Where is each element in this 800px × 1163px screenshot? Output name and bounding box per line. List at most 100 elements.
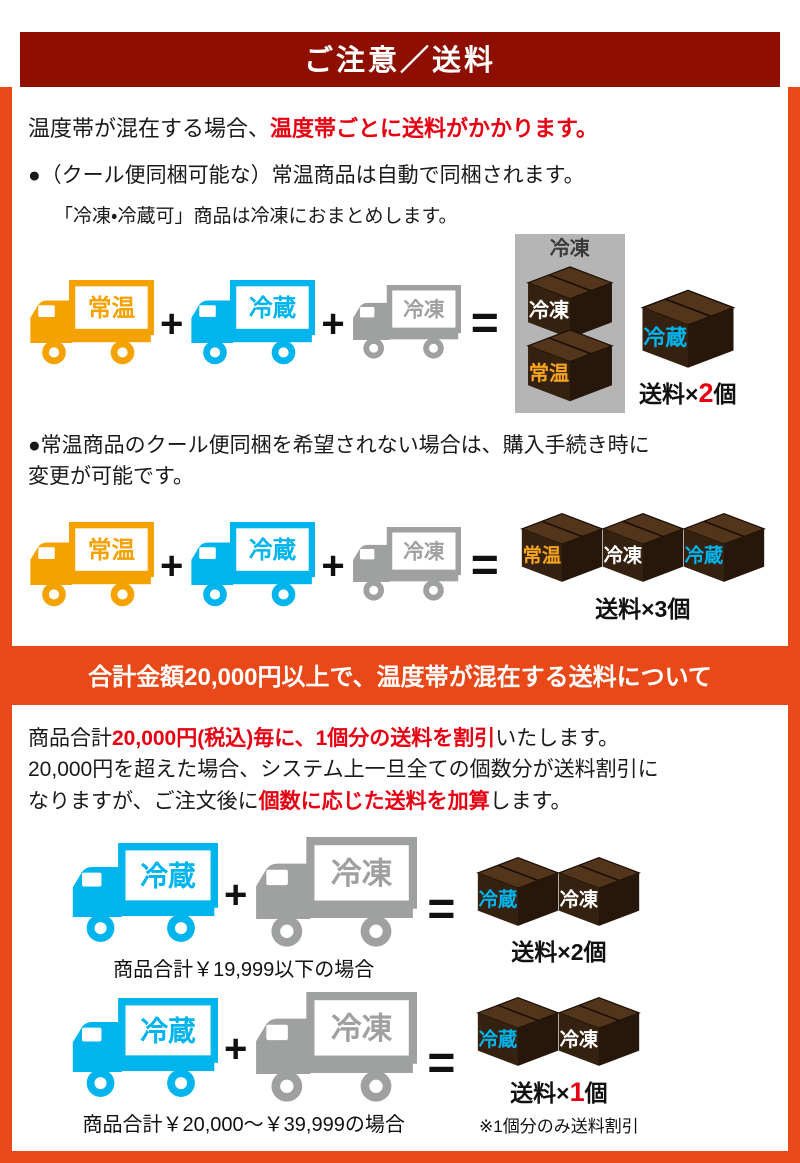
diagram-auto-bundle: 常温 + 冷蔵 + 冷凍 = 冷凍 冷凍 常温 冷蔵 xyxy=(28,234,772,414)
price-range-caption: 商品合計￥19,999以下の場合 xyxy=(113,958,375,981)
box-room-temp: 常温 xyxy=(517,508,607,584)
plus-icon: + xyxy=(321,301,345,346)
frozen-bundle-panel: 冷凍 冷凍 常温 xyxy=(514,234,625,414)
equals-icon: = xyxy=(470,538,499,592)
section-banner: 合計金額20,000円以上で、温度帯が混在する送料について xyxy=(12,645,788,705)
box-label: 冷凍 xyxy=(603,544,642,567)
truck-icon: 冷蔵 xyxy=(70,843,218,947)
diagram-separate-shipments: 常温 + 冷蔵 + 冷凍 = 常温 冷凍 冷蔵 xyxy=(28,508,772,624)
result-group: 常温 冷凍 冷蔵 送料×3個 xyxy=(517,508,769,624)
truck-refrigerated: 冷蔵 xyxy=(70,998,218,1102)
box-label: 常温 xyxy=(522,544,561,567)
truck-icon: 冷凍 xyxy=(253,837,417,952)
content-frame: 温度帯が混在する場合、温度帯ごとに送料がかかります。 ●（クール便同梱可能な）常… xyxy=(0,87,800,1163)
plus-icon: + xyxy=(224,872,248,917)
diagram-20000-39999: 冷蔵 + 冷凍 商品合計￥20,000〜￥39,999の場合 = 冷蔵 冷凍 xyxy=(28,992,772,1137)
truck-label: 冷凍 xyxy=(331,1011,393,1046)
intro-text: 温度帯が混在する場合、温度帯ごとに送料がかかります。 xyxy=(28,111,772,143)
box-label: 冷凍 xyxy=(560,1028,599,1051)
box-row: 冷蔵 冷凍 xyxy=(473,852,644,928)
truck-group: 冷蔵 + 冷凍 商品合計￥19,999以下の場合 xyxy=(70,837,417,982)
bullet-auto-bundle: ●（クール便同梱可能な）常温商品は自動で同梱されます。 xyxy=(28,164,585,187)
shipping-prefix: 送料× xyxy=(510,1079,570,1106)
truck-frozen: 冷凍 xyxy=(351,527,461,604)
box-refrigerated: 冷蔵 xyxy=(473,852,563,928)
box-icon: 常温 xyxy=(520,512,603,583)
discount-paragraph: 商品合計20,000円(税込)毎に、1個分の送料を割引いたします。 20,000… xyxy=(28,726,659,813)
truck-row: 冷蔵 + 冷凍 xyxy=(70,992,417,1107)
shipping-prefix: 送料× xyxy=(639,381,699,408)
box-label: 冷蔵 xyxy=(479,1029,518,1051)
equals-icon: = xyxy=(427,882,456,936)
box-icon: 冷凍 xyxy=(601,512,684,583)
truck-room-temp: 常温 xyxy=(28,522,154,610)
plus-icon: + xyxy=(160,543,184,588)
intro-emphasis: 温度帯ごとに送料がかかります。 xyxy=(270,116,598,141)
price-range-caption: 商品合計￥20,000〜￥39,999の場合 xyxy=(82,1113,405,1136)
box-icon: 常温 xyxy=(526,329,613,403)
emphasis-per-20000: 20,000円(税込)毎に、 xyxy=(112,726,316,750)
diagram-under-19999: 冷蔵 + 冷凍 商品合計￥19,999以下の場合 = 冷蔵 冷凍 xyxy=(28,837,772,982)
plus-icon: + xyxy=(160,301,184,346)
truck-frozen: 冷凍 xyxy=(351,285,461,362)
truck-refrigerated: 冷蔵 xyxy=(189,280,315,368)
box-icon: 冷凍 xyxy=(526,266,613,340)
truck-label: 常温 xyxy=(88,295,136,322)
shipping-number: 1 xyxy=(569,1076,585,1107)
discount-note: ※1個分のみ送料割引 xyxy=(479,1116,639,1136)
box-icon: 冷凍 xyxy=(558,856,641,927)
shipping-suffix: 個 xyxy=(713,381,737,408)
shipping-number: 2 xyxy=(698,378,714,409)
box-frozen: 冷凍 xyxy=(523,261,617,340)
emphasis-discount: 1個分の送料を割引 xyxy=(315,726,496,750)
result-group: 冷蔵 冷凍 送料×2個 xyxy=(473,852,644,968)
truck-frozen: 冷凍 xyxy=(253,992,417,1107)
shipping-count: 送料×2個 xyxy=(511,939,607,966)
box-frozen: 冷凍 xyxy=(554,992,644,1068)
box-icon: 冷凍 xyxy=(558,996,641,1067)
box-label: 冷蔵 xyxy=(643,325,687,350)
box-row: 冷蔵 冷凍 xyxy=(473,992,644,1068)
truck-icon: 冷蔵 xyxy=(189,280,315,368)
truck-icon: 冷蔵 xyxy=(70,998,218,1102)
truck-refrigerated: 冷蔵 xyxy=(70,843,218,947)
shipping-count: 送料×2個 xyxy=(639,375,736,409)
shipping-suffix: 個 xyxy=(584,1079,608,1106)
box-icon: 冷蔵 xyxy=(477,996,560,1067)
box-refrigerated: 冷蔵 xyxy=(679,508,769,584)
truck-icon: 常温 xyxy=(28,280,154,368)
truck-label: 冷蔵 xyxy=(140,1015,196,1046)
box-icon: 冷蔵 xyxy=(682,512,765,583)
box-icon: 冷蔵 xyxy=(641,289,735,369)
box-label: 冷凍 xyxy=(560,888,599,911)
box-label: 冷蔵 xyxy=(684,545,723,567)
panel-title: 冷凍 xyxy=(549,238,590,261)
truck-label: 冷凍 xyxy=(403,541,445,564)
truck-label: 常温 xyxy=(88,537,136,564)
truck-label: 冷凍 xyxy=(403,299,445,322)
box-label: 常温 xyxy=(529,362,569,386)
truck-icon: 冷凍 xyxy=(253,992,417,1107)
truck-label: 冷蔵 xyxy=(140,860,196,891)
box-room-temp: 常温 xyxy=(523,324,617,403)
truck-label: 冷蔵 xyxy=(249,295,297,322)
box-frozen: 冷凍 xyxy=(554,852,644,928)
truck-icon: 冷凍 xyxy=(351,527,461,604)
truck-label: 冷凍 xyxy=(331,856,393,891)
box-refrigerated: 冷蔵 xyxy=(637,284,739,370)
shipping-count: 送料×3個 xyxy=(595,595,691,622)
result-group: 冷蔵 冷凍 送料×1個 ※1個分のみ送料割引 xyxy=(473,992,644,1137)
truck-group: 冷蔵 + 冷凍 商品合計￥20,000〜￥39,999の場合 xyxy=(70,992,417,1137)
shipping-notice-page: ご注意／送料 温度帯が混在する場合、温度帯ごとに送料がかかります。 ●（クール便… xyxy=(0,32,800,1163)
truck-icon: 冷凍 xyxy=(351,285,461,362)
truck-icon: 冷蔵 xyxy=(189,522,315,610)
equals-icon: = xyxy=(470,296,499,350)
bullet-opt-out: ●常温商品のクール便同梱を希望されない場合は、購入手続き時に変更が可能です。 xyxy=(28,434,650,488)
plus-icon: + xyxy=(224,1027,248,1072)
plus-icon: + xyxy=(321,543,345,588)
box-frozen: 冷凍 xyxy=(598,508,688,584)
truck-refrigerated: 冷蔵 xyxy=(189,522,315,610)
truck-room-temp: 常温 xyxy=(28,280,154,368)
box-label: 冷凍 xyxy=(529,300,570,323)
emphasis-add-fee: 個数に応じた送料を加算 xyxy=(258,789,490,813)
